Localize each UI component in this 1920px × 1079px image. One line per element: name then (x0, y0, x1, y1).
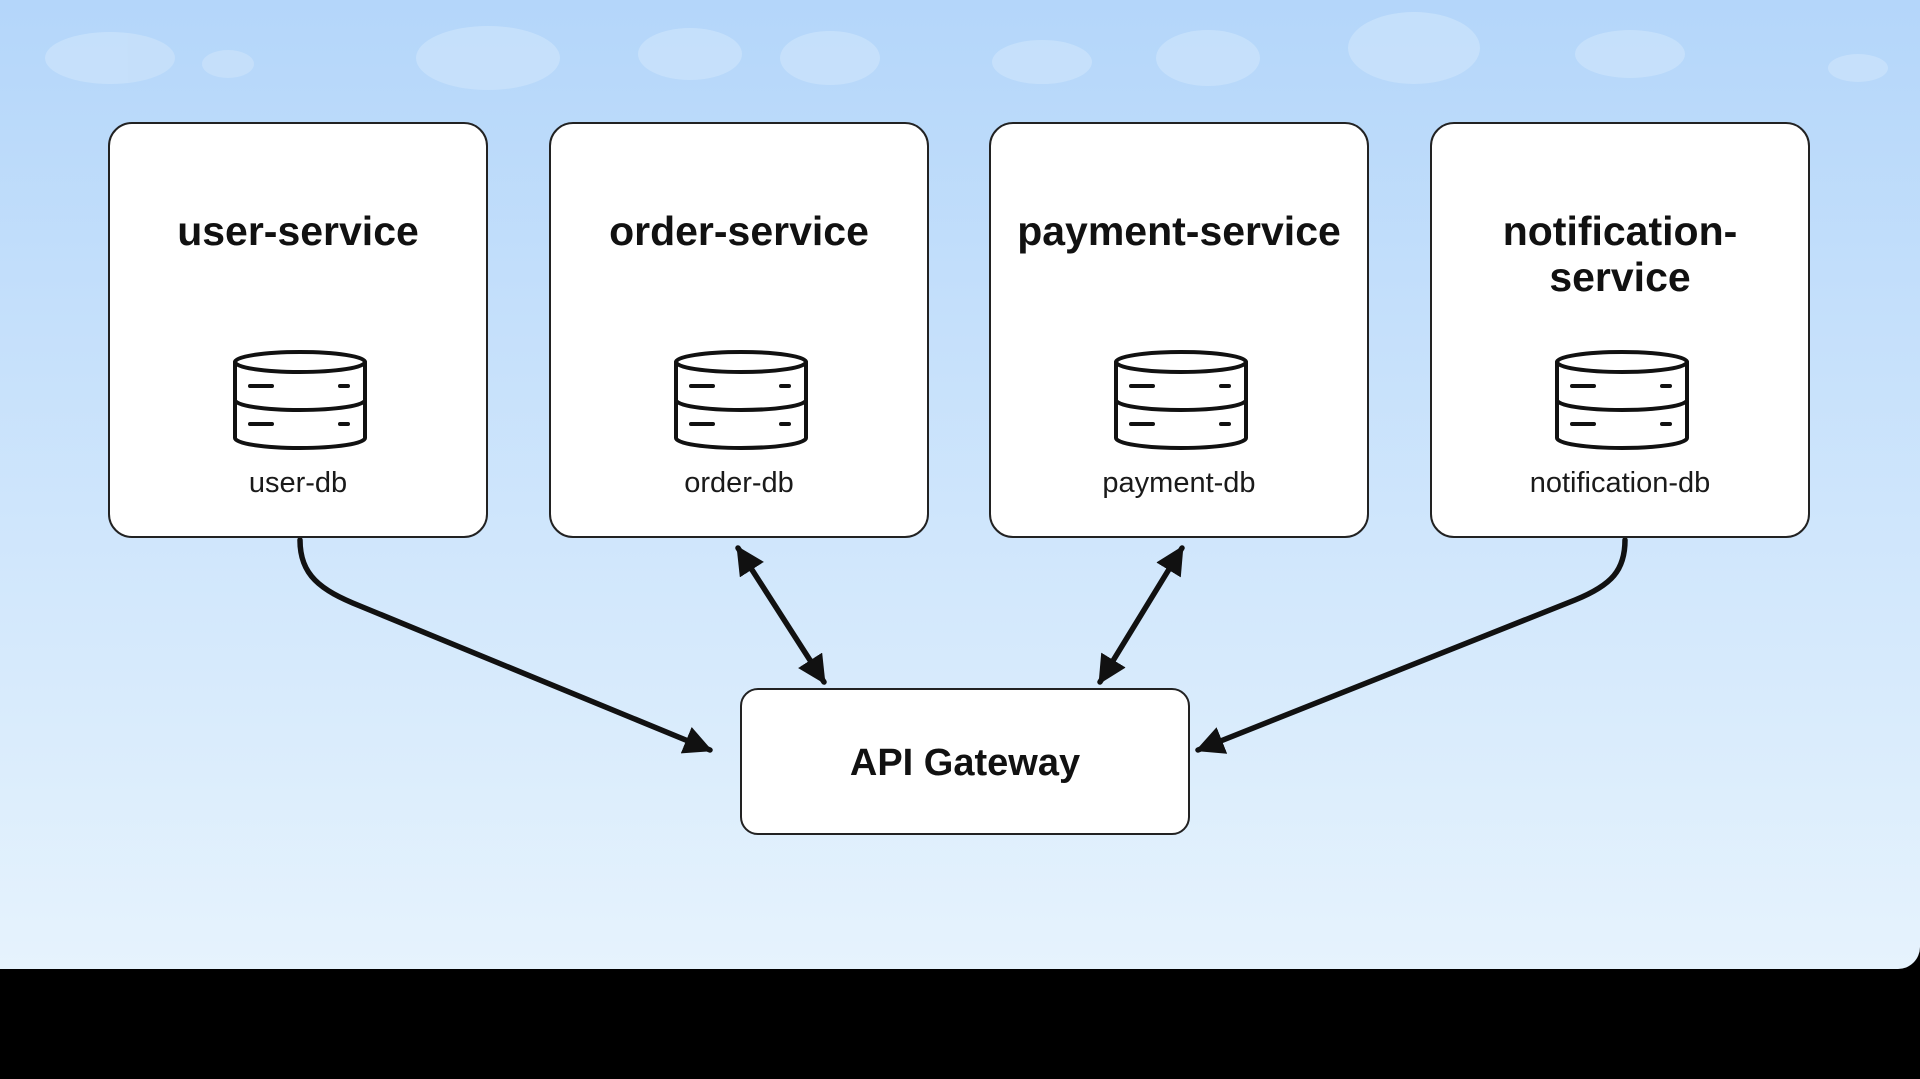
arrow-order-gateway (735, 545, 827, 685)
arrow-user-to-gateway (297, 537, 713, 754)
service-card-notification-service: notification-service notification-db (1430, 122, 1810, 538)
arrow-notification-to-gateway (1195, 537, 1628, 754)
database-label: notification-db (1529, 467, 1711, 499)
database-label: order-db (684, 467, 794, 499)
database-label: payment-db (1102, 467, 1256, 499)
connection-arrows (297, 537, 1628, 754)
diagram-canvas: user-service user-db order-service (0, 0, 1920, 969)
gateway-label: API Gateway (849, 742, 1081, 784)
service-name: payment-service (1017, 208, 1341, 254)
api-gateway-box: API Gateway (740, 688, 1190, 835)
service-name: notification-service (1502, 208, 1738, 300)
database-icon (674, 350, 808, 450)
service-card-order-service: order-service order-db (549, 122, 929, 538)
service-name: order-service (609, 208, 869, 254)
cloud-decoration (45, 12, 1888, 90)
database-icon (1114, 350, 1248, 450)
database-label: user-db (248, 467, 348, 499)
database-icon (233, 350, 367, 450)
service-card-user-service: user-service user-db (108, 122, 488, 538)
database-icon (1555, 350, 1689, 450)
arrow-payment-gateway (1097, 545, 1185, 685)
service-name: user-service (177, 208, 419, 254)
service-card-payment-service: payment-service payment-db (989, 122, 1369, 538)
